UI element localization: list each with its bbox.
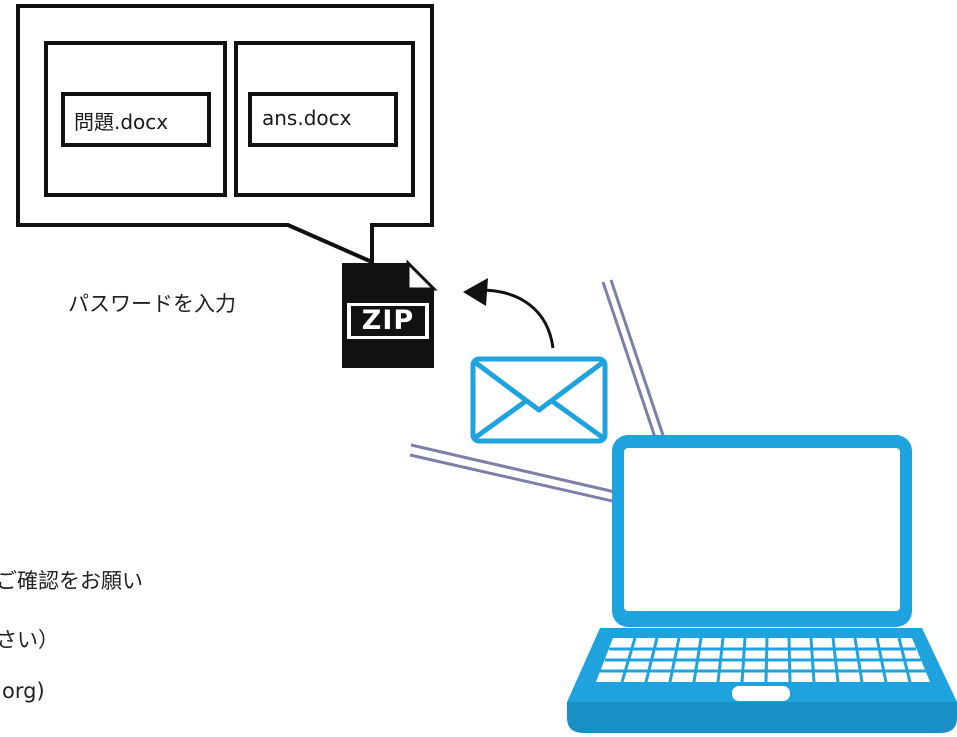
zip-file-icon (342, 259, 438, 368)
zip-label: ZIP (361, 305, 415, 336)
cropped-text-line-3: org) (2, 679, 45, 703)
file-label-box-left (61, 92, 211, 147)
cropped-text-line-2: さい） (0, 628, 59, 652)
file-label-box-right (248, 92, 398, 147)
password-prompt: パスワードを入力 (68, 292, 236, 316)
file-name-right: ans.docx (262, 106, 352, 130)
file-name-left: 問題.docx (74, 110, 169, 134)
curved-arrow (463, 278, 555, 349)
laptop-keyboard (596, 637, 930, 683)
mail-envelope-icon (470, 356, 608, 444)
cropped-text-line-1: ご確認をお願い (0, 569, 143, 593)
laptop-touchpad (732, 686, 790, 701)
laptop-icon (567, 435, 957, 733)
